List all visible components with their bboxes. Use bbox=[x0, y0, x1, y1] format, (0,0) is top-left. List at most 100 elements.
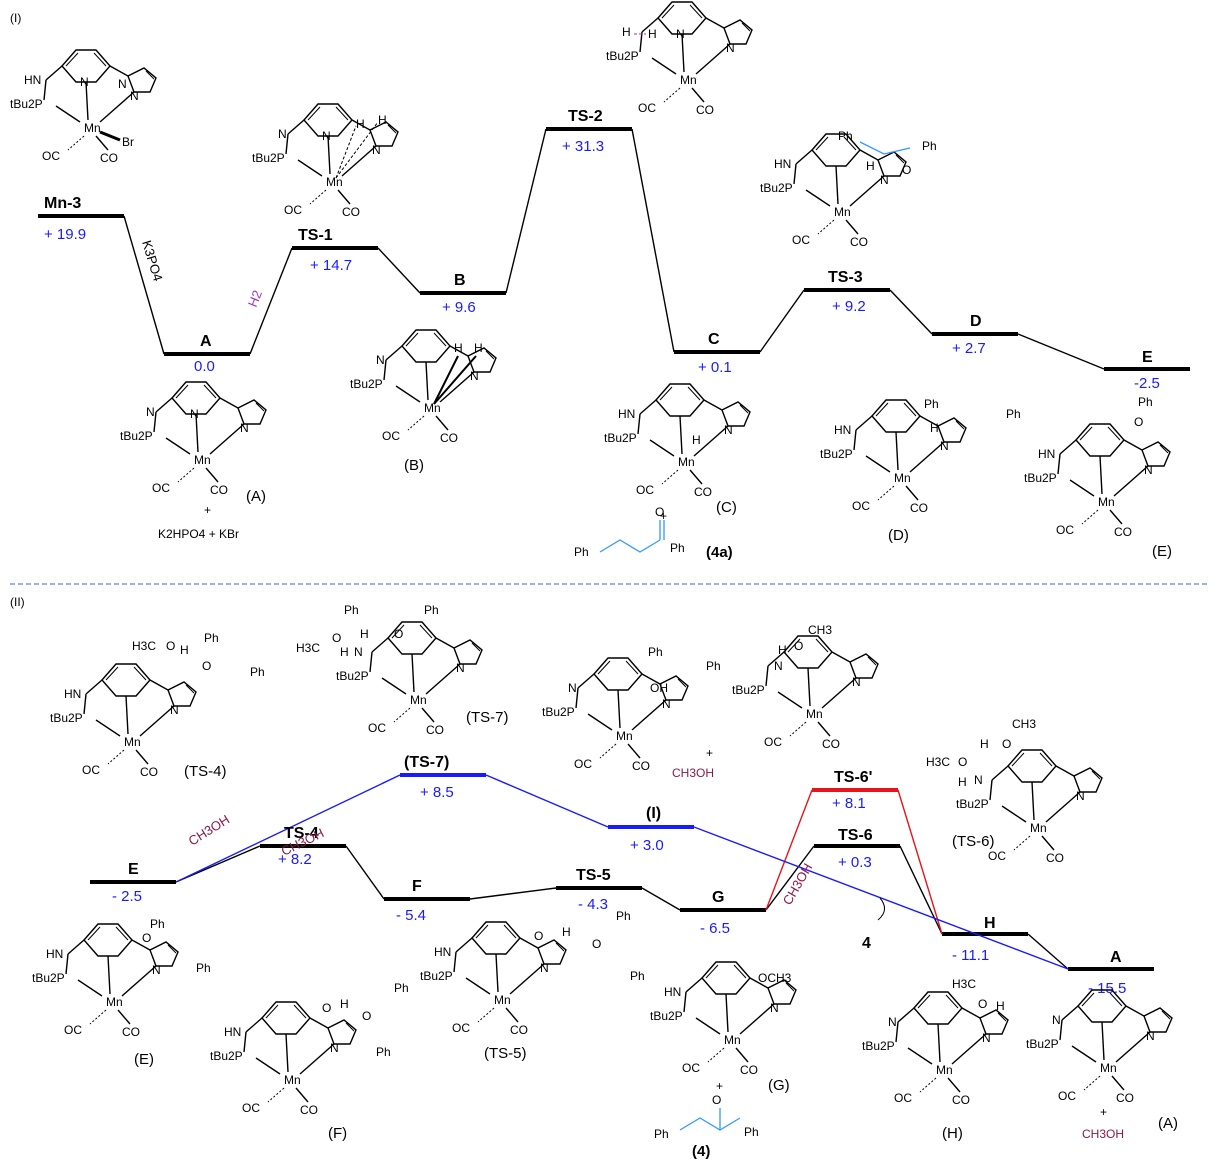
svg-text:H: H bbox=[340, 997, 349, 1011]
svg-text:CO: CO bbox=[510, 1023, 528, 1037]
svg-text:N: N bbox=[880, 173, 889, 187]
svg-text:Ph: Ph bbox=[196, 961, 211, 975]
svg-text:N: N bbox=[240, 421, 249, 435]
svg-text:O: O bbox=[1002, 737, 1011, 751]
molecule-label-E-top: (E) bbox=[1152, 543, 1172, 560]
svg-text:Ph: Ph bbox=[706, 659, 721, 673]
svg-text:HN: HN bbox=[434, 945, 451, 959]
connector bbox=[249, 247, 293, 355]
svg-text:Mn: Mn bbox=[680, 73, 697, 87]
svg-text:HN: HN bbox=[64, 687, 81, 701]
molecule-label-TS-5: (TS-5) bbox=[484, 1045, 527, 1062]
structure-TS-7: Mn N tBu2P N OC CO H3C O H H O Ph Ph bbox=[296, 603, 483, 737]
svg-text:Mn: Mn bbox=[936, 1063, 953, 1077]
molecule-label-D: (D) bbox=[888, 527, 909, 544]
svg-text:tBu2P: tBu2P bbox=[252, 151, 285, 165]
connector bbox=[899, 845, 943, 935]
svg-text:H: H bbox=[930, 421, 939, 435]
svg-text:N: N bbox=[372, 143, 381, 157]
svg-text:Mn: Mn bbox=[616, 729, 633, 743]
svg-text:HN: HN bbox=[46, 947, 63, 961]
svg-text:HN: HN bbox=[618, 407, 635, 421]
svg-text:CO: CO bbox=[440, 431, 458, 445]
svg-text:CO: CO bbox=[1046, 851, 1064, 865]
svg-text:H: H bbox=[648, 27, 657, 41]
svg-text:O: O bbox=[394, 627, 403, 641]
level-name-A-II: A bbox=[1110, 949, 1122, 966]
structure-Mn-3: Mn HN tBu2P N N N OC CO Br bbox=[10, 49, 157, 165]
connector bbox=[345, 845, 385, 900]
svg-text:Mn: Mn bbox=[410, 693, 427, 707]
svg-text:OC: OC bbox=[42, 149, 60, 163]
svg-text:OC: OC bbox=[82, 763, 100, 777]
plus-sign-G: + bbox=[716, 1079, 723, 1093]
level-energy-A-II: - 15.5 bbox=[1088, 980, 1126, 997]
svg-text:N: N bbox=[152, 963, 161, 977]
svg-text:N: N bbox=[1076, 789, 1085, 803]
svg-text:OC: OC bbox=[636, 483, 654, 497]
svg-text:Ph: Ph bbox=[1006, 407, 1021, 421]
level-name-E-I: E bbox=[1142, 349, 1153, 366]
level-energy-D: + 2.7 bbox=[952, 340, 986, 357]
molecule-label-A-top: (A) bbox=[246, 488, 266, 505]
level-energy-TS-6p: + 8.1 bbox=[832, 795, 866, 812]
byproducts-text: K2HPO4 + KBr bbox=[158, 527, 239, 541]
svg-text:OC: OC bbox=[988, 849, 1006, 863]
svg-text:CO: CO bbox=[696, 103, 714, 117]
svg-text:tBu2P: tBu2P bbox=[10, 97, 43, 111]
svg-text:HN: HN bbox=[224, 1025, 241, 1039]
svg-text:N: N bbox=[770, 1001, 779, 1015]
svg-text:Mn: Mn bbox=[678, 455, 695, 469]
svg-text:OC: OC bbox=[452, 1021, 470, 1035]
svg-text:CO: CO bbox=[426, 723, 444, 737]
svg-text:Ph: Ph bbox=[616, 909, 631, 923]
svg-text:Mn: Mn bbox=[284, 1073, 301, 1087]
level-energy-C: + 0.1 bbox=[698, 359, 732, 376]
svg-text:Ph: Ph bbox=[344, 603, 359, 617]
level-energy-H: - 11.1 bbox=[952, 947, 989, 964]
level-name-H: H bbox=[984, 915, 996, 932]
svg-text:tBu2P: tBu2P bbox=[120, 429, 153, 443]
panel-label-II: (II) bbox=[10, 595, 25, 609]
svg-text:tBu2P: tBu2P bbox=[210, 1049, 243, 1063]
svg-text:OC: OC bbox=[1056, 523, 1074, 537]
structure-TS-2: Mn tBu2P N N OC CO H H bbox=[606, 1, 753, 117]
svg-text:H: H bbox=[958, 775, 967, 789]
level-energy-I: + 3.0 bbox=[630, 837, 664, 854]
svg-text:CH3: CH3 bbox=[808, 623, 832, 637]
structure-E-bot: Mn HN tBu2P N OC CO O Ph Ph bbox=[32, 917, 211, 1039]
structure-B: Mn N tBu2P N OC CO H H bbox=[350, 329, 497, 445]
svg-text:HN: HN bbox=[834, 423, 851, 437]
svg-text:tBu2P: tBu2P bbox=[606, 49, 639, 63]
product4-ph-right: Ph bbox=[744, 1125, 759, 1139]
connector-blue bbox=[693, 826, 1069, 970]
level-name-D: D bbox=[970, 313, 982, 330]
connector bbox=[469, 887, 557, 900]
svg-text:Ph: Ph bbox=[424, 603, 439, 617]
connectors-panel-I bbox=[123, 128, 1105, 370]
svg-text:OC: OC bbox=[792, 233, 810, 247]
structure-A-bot: Mn N tBu2P N OC CO bbox=[1026, 989, 1173, 1105]
svg-text:Mn: Mn bbox=[1030, 821, 1047, 835]
svg-text:CO: CO bbox=[100, 151, 118, 165]
svg-text:Ph: Ph bbox=[394, 981, 409, 995]
svg-text:Ph: Ph bbox=[1138, 395, 1153, 409]
level-energy-TS-3: + 9.2 bbox=[832, 298, 866, 315]
svg-text:H: H bbox=[996, 999, 1005, 1013]
structure-TS-5: Mn HN tBu2P N OC CO O H O Ph Ph bbox=[420, 909, 645, 1037]
product-release-label: 4 bbox=[862, 935, 871, 952]
svg-text:OC: OC bbox=[284, 203, 302, 217]
svg-text:OC: OC bbox=[638, 101, 656, 115]
level-energy-B: + 9.6 bbox=[442, 299, 476, 316]
connector bbox=[889, 289, 933, 335]
connector-red bbox=[897, 789, 943, 935]
connector bbox=[1017, 333, 1105, 370]
svg-text:HN: HN bbox=[1038, 447, 1055, 461]
svg-text:N: N bbox=[170, 703, 179, 717]
connector bbox=[377, 247, 421, 294]
svg-text:N: N bbox=[774, 659, 783, 673]
level-energy-TS-2: + 31.3 bbox=[562, 138, 604, 155]
molecule-label-B: (B) bbox=[404, 457, 424, 474]
svg-text:Mn: Mn bbox=[894, 471, 911, 485]
